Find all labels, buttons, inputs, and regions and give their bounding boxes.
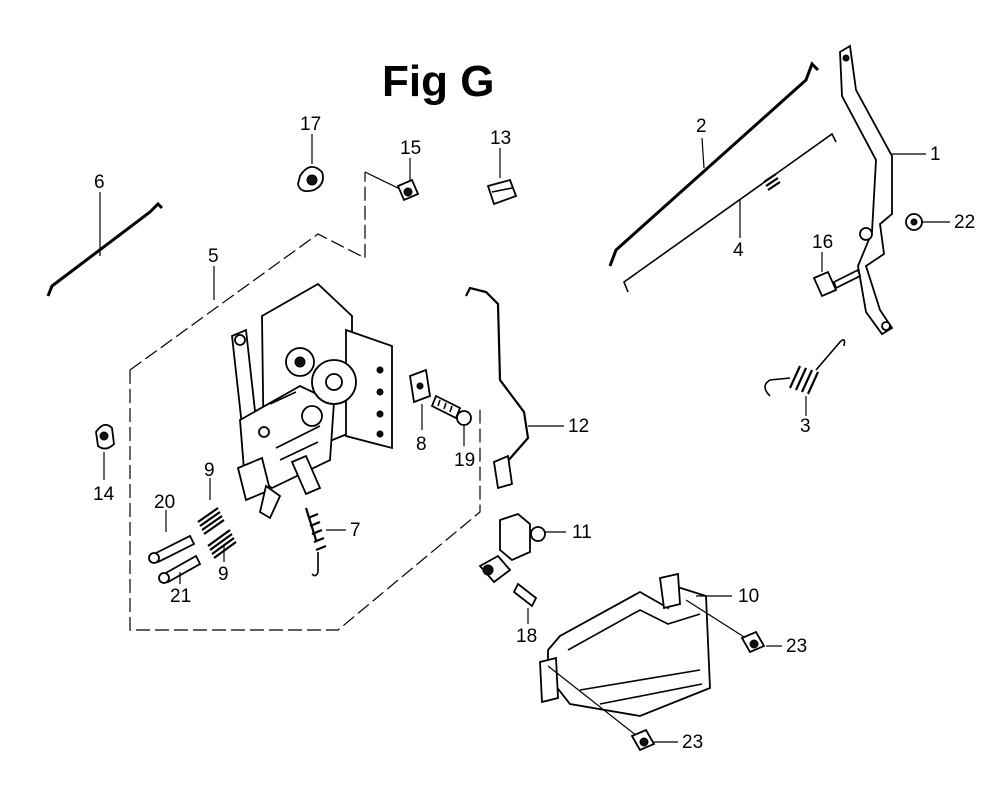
part-22-nut [905,213,950,231]
callout-9-upper: 9 [204,460,215,481]
part-4-cable [623,132,837,293]
callout-16: 16 [812,232,833,253]
part-13-clamp [486,148,518,206]
part-14-clip [95,423,115,480]
callout-23-upper: 23 [786,636,807,657]
part-18-screw [512,582,538,624]
callout-23-lower: 23 [682,732,703,753]
part-3-spring [764,338,846,416]
part-9-springs [197,478,237,562]
part-23-bolts [547,599,782,752]
assembly-5-outline [129,171,481,631]
control-plate-assembly [231,282,393,520]
callout-12: 12 [568,416,589,437]
part-2-rod [608,61,820,267]
part-21-bolt [158,554,202,584]
part-12-wire [465,286,564,490]
callout-15: 15 [400,138,421,159]
callout-19: 19 [454,450,475,471]
part-17-clip [297,134,324,193]
callout-4: 4 [733,240,744,261]
part-15-bolt [396,158,420,202]
callout-17: 17 [300,114,321,135]
callout-13: 13 [490,128,511,149]
part-20-bolt [148,510,196,564]
part-1-lever [839,44,926,336]
part-8-clamp [408,368,432,430]
callout-18: 18 [516,626,537,647]
part-11-switch [478,512,566,584]
part-19-screw [430,394,472,446]
callout-10: 10 [738,586,759,607]
callout-3: 3 [800,416,811,437]
callout-1: 1 [930,144,941,165]
callout-2: 2 [696,116,707,137]
callout-8: 8 [416,434,427,455]
callout-14: 14 [93,484,115,505]
callout-7: 7 [350,520,361,541]
callout-6: 6 [94,172,105,193]
part-7-spring [304,507,346,577]
figure-title: Fig G [382,57,494,106]
callout-20: 20 [154,492,175,513]
part-6-rod [46,192,164,297]
callout-labels: 1 2 3 4 5 6 7 8 9 9 10 11 12 13 14 15 16… [93,114,975,753]
callout-21: 21 [170,586,191,607]
part-10-cover [539,572,732,717]
part-16-bolt [812,252,862,298]
callout-22: 22 [954,212,975,233]
callout-11: 11 [572,522,592,543]
callout-9-lower: 9 [218,564,229,585]
callout-5: 5 [208,246,219,267]
